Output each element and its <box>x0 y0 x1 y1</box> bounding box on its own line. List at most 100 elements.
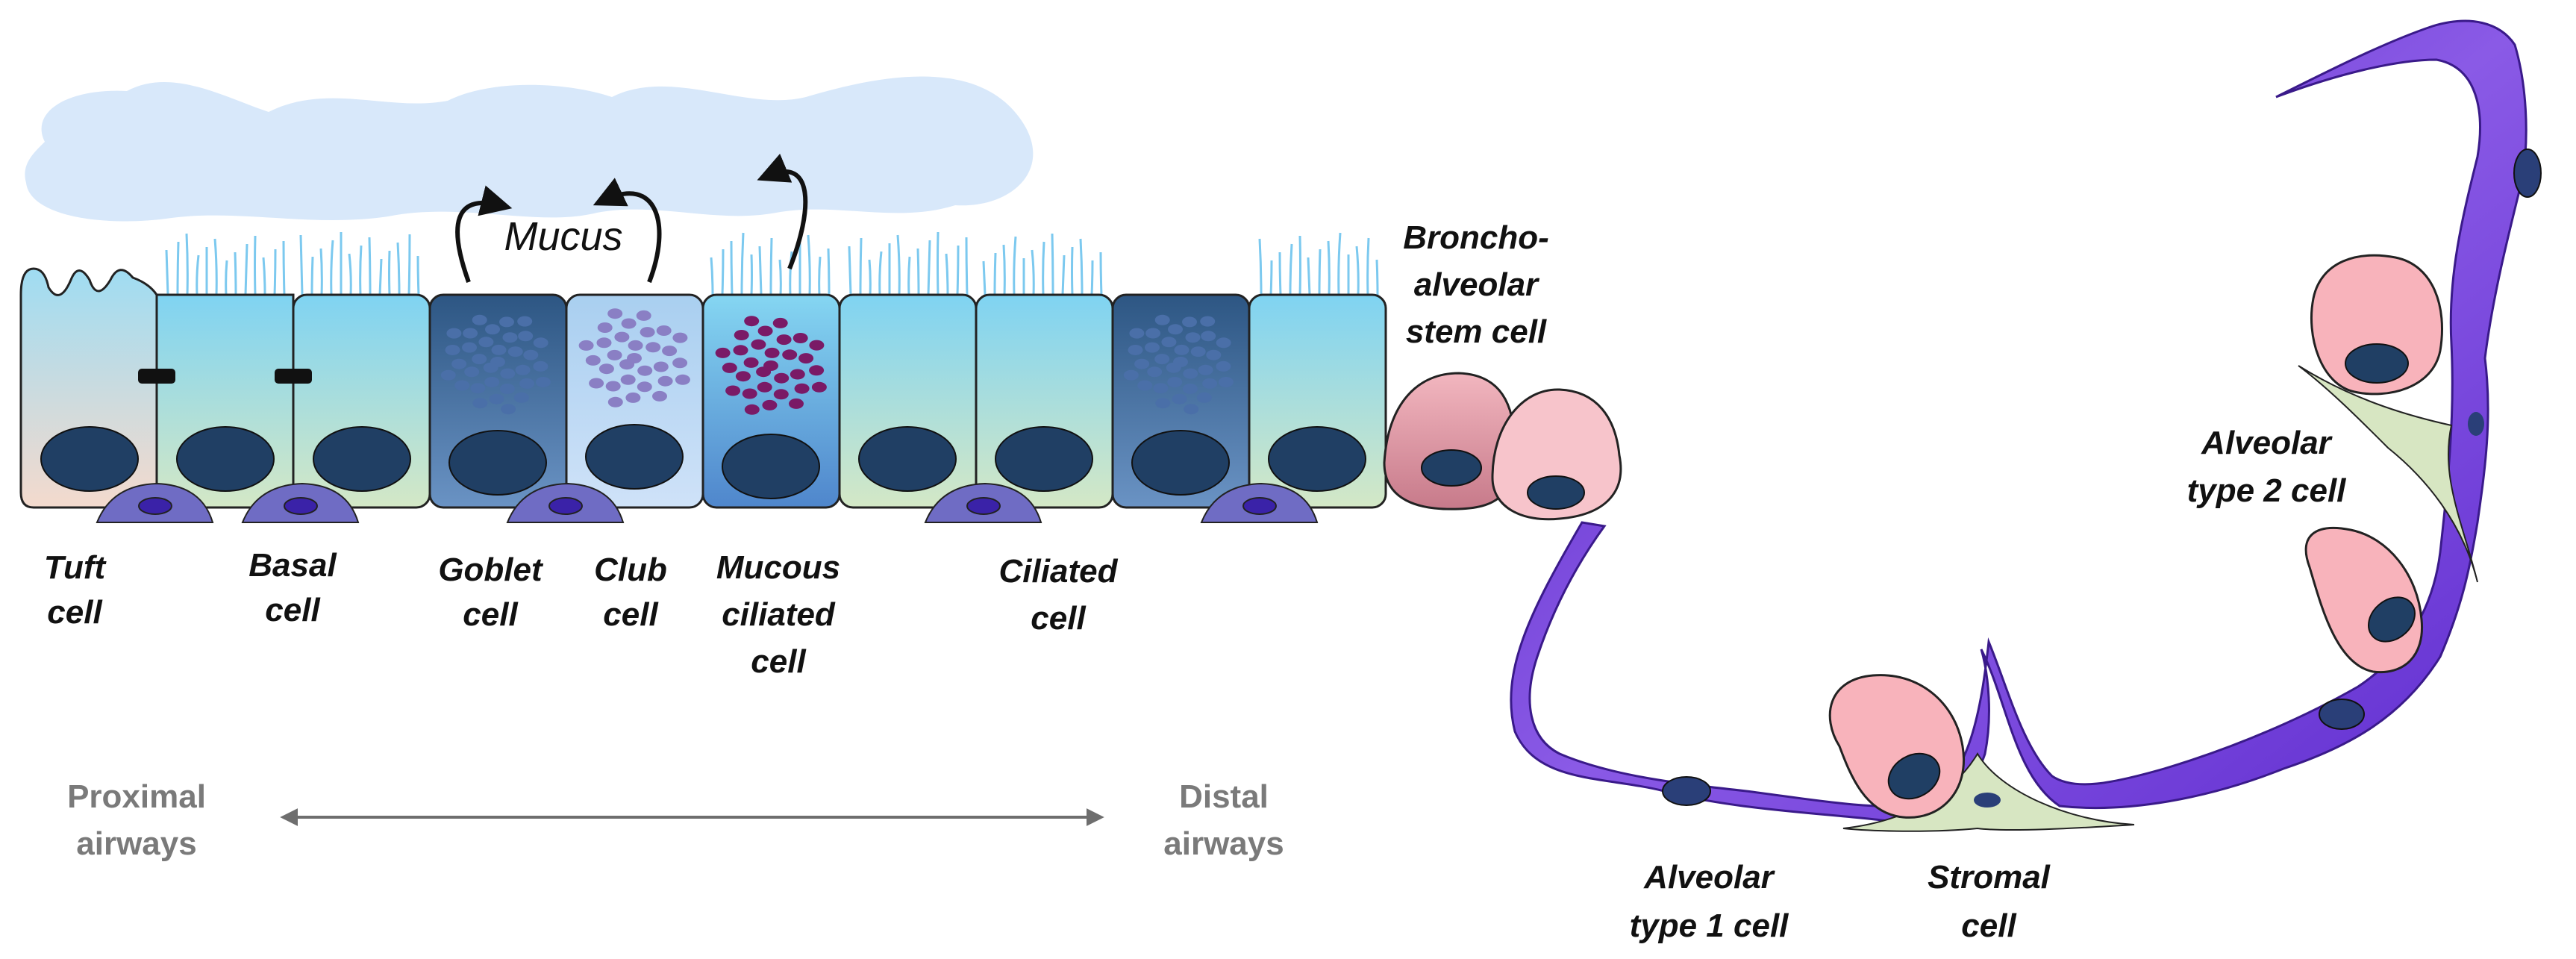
secretory-granule <box>578 340 594 351</box>
cilium <box>778 259 782 296</box>
secretory-granule <box>1216 360 1231 372</box>
secretory-granule <box>764 347 780 358</box>
cilium <box>956 245 960 296</box>
secretory-granule <box>757 381 772 393</box>
secretory-granule <box>645 342 661 353</box>
secretory-granule <box>598 363 614 375</box>
secretory-granule <box>1201 331 1216 342</box>
secretory-granule <box>535 377 551 387</box>
secretory-granule <box>1145 328 1161 339</box>
secretory-granule <box>485 324 500 335</box>
secretory-granule <box>500 368 516 379</box>
basal-cells <box>96 482 1319 523</box>
secretory-granule <box>513 392 529 403</box>
secretory-granule <box>472 354 487 365</box>
secretory-granule <box>1172 393 1187 404</box>
mucus-label: Mucus <box>504 214 622 259</box>
cilium <box>1258 238 1263 296</box>
cilium <box>1375 259 1379 296</box>
secretory-granule <box>774 372 790 384</box>
secretory-granule <box>722 362 737 373</box>
secretory-granule <box>483 362 498 373</box>
secretory-granule <box>762 399 778 410</box>
secretory-granule <box>636 310 651 321</box>
secretory-granule <box>793 333 808 343</box>
secretory-granule <box>1154 314 1170 325</box>
secretory-granule <box>756 366 772 378</box>
secretory-granule <box>472 398 488 409</box>
cilium <box>965 237 969 296</box>
cilium <box>359 245 363 296</box>
secretory-granule <box>478 337 494 348</box>
secretory-granule <box>1154 354 1170 365</box>
secretory-granule <box>597 322 613 333</box>
cilium <box>859 237 863 296</box>
secretory-granule <box>1129 328 1145 339</box>
secretory-granule <box>596 337 612 349</box>
secretory-granule <box>1200 316 1216 327</box>
cilium <box>196 254 200 296</box>
secretory-granule <box>1183 368 1198 379</box>
secretory-granule <box>1206 349 1222 360</box>
cilium <box>1327 240 1331 296</box>
secretory-granule <box>1185 332 1201 343</box>
secretory-granule <box>491 344 507 355</box>
secretory-granule <box>637 381 652 393</box>
secretory-granule <box>809 340 825 351</box>
cilium <box>789 251 793 296</box>
cilium <box>916 248 920 296</box>
cilium <box>1071 246 1074 296</box>
secretory-granule <box>454 380 470 391</box>
secretory-granule <box>1218 377 1234 387</box>
secretory-granule <box>451 358 467 369</box>
secretory-granule <box>619 359 635 370</box>
secretory-granule <box>507 346 523 357</box>
secretory-granule <box>1167 377 1183 387</box>
secretory-granule <box>1174 344 1189 355</box>
secretory-granule <box>751 339 766 350</box>
membrane-nuclei <box>1662 149 2542 806</box>
secretory-granule <box>656 325 672 336</box>
secretory-granule <box>523 349 539 360</box>
tight-junction <box>138 369 175 384</box>
cilium <box>758 246 763 296</box>
cilium <box>896 234 901 296</box>
cilium <box>927 240 931 296</box>
secretory-granule <box>502 332 518 343</box>
secretory-granule <box>484 377 500 387</box>
secretory-granule <box>773 389 789 400</box>
stromal-nucleus <box>1974 793 2001 808</box>
secretory-granule <box>734 330 749 340</box>
bronchoalveolar-stem-cell <box>1491 388 1622 521</box>
secretory-granule <box>811 381 827 393</box>
cilium <box>378 258 383 296</box>
secretory-granule <box>757 325 773 337</box>
secretory-granule <box>605 381 621 392</box>
secretory-granule <box>614 331 630 343</box>
secretory-granule <box>1168 324 1183 335</box>
secretory-granule <box>789 398 804 409</box>
secretory-granule <box>1182 316 1197 328</box>
cilium <box>396 242 401 296</box>
secretory-granule <box>472 314 487 325</box>
secretory-granule <box>1198 364 1213 375</box>
secretory-granule <box>607 349 622 360</box>
secretory-granule <box>809 365 825 376</box>
cilium <box>1278 252 1282 296</box>
cilium <box>1289 243 1293 296</box>
secretory-granule <box>1128 345 1143 355</box>
stromal-nucleus <box>2468 412 2484 436</box>
secretory-granule <box>1161 337 1177 348</box>
secretory-granule <box>744 404 760 415</box>
cilium <box>299 234 304 296</box>
mucus-cloud <box>25 76 1034 222</box>
cilium <box>1298 235 1301 296</box>
secretory-granule <box>1166 362 1181 373</box>
alveolar-type1-membrane <box>1510 19 2527 822</box>
secretory-granule <box>470 383 486 394</box>
